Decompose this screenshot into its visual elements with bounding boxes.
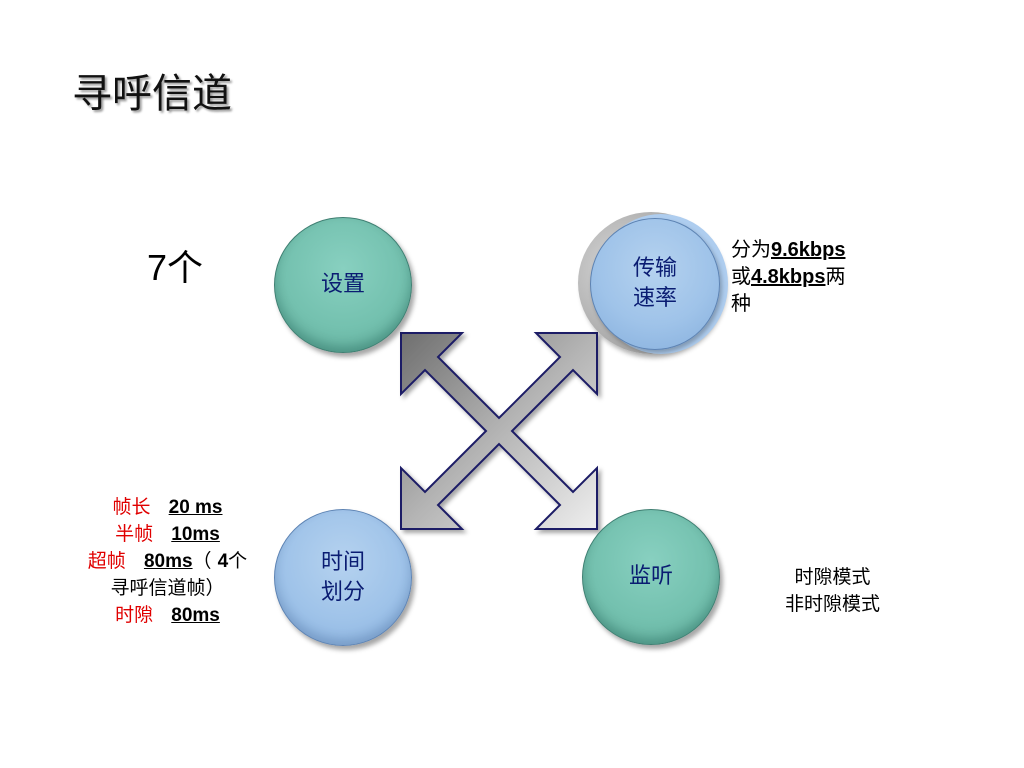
superframe-label: 超帧 bbox=[87, 550, 126, 572]
count-number: 7 bbox=[147, 247, 168, 288]
non-slotted-mode: 非时隙模式 bbox=[784, 593, 880, 615]
slide-title: 寻呼信道 bbox=[72, 71, 232, 117]
rate-note: 分为9.6kbps 或4.8kbps两 种 bbox=[731, 236, 891, 316]
superframe-note-line2: 寻呼信道帧） bbox=[110, 577, 225, 599]
monitor-circle: 监听 bbox=[582, 509, 720, 645]
time-division-line2: 划分 bbox=[320, 579, 365, 605]
frame-length-label: 帧长 bbox=[112, 496, 151, 518]
rate-value-1: 9.6kbps bbox=[771, 239, 846, 261]
half-frame-value: 10ms bbox=[171, 524, 220, 545]
rate-connector: 或 bbox=[731, 264, 751, 288]
frame-info: 帧长 20 ms 半帧 10ms 超帧 80ms（ 4个 寻呼信道帧） 时隙 8… bbox=[60, 494, 275, 629]
count-label: 7个 bbox=[147, 246, 203, 291]
slot-label: 时隙 bbox=[115, 604, 154, 626]
frame-length-value: 20 ms bbox=[168, 497, 223, 518]
setup-label: 设置 bbox=[320, 272, 365, 297]
count-unit: 个 bbox=[167, 248, 204, 289]
rate-label-line1: 传输 bbox=[632, 256, 677, 281]
transmission-rate-circle: 传输 速率 bbox=[590, 218, 720, 350]
slotted-mode: 时隙模式 bbox=[794, 566, 871, 588]
rate-suffix-1: 两 bbox=[825, 264, 846, 288]
superframe-note-open: （ bbox=[192, 550, 218, 572]
half-frame-label: 半帧 bbox=[115, 523, 154, 545]
setup-circle: 设置 bbox=[274, 217, 412, 353]
monitor-label: 监听 bbox=[628, 564, 673, 589]
rate-suffix-2: 种 bbox=[731, 291, 751, 315]
listening-modes: 时隙模式 非时隙模式 bbox=[760, 564, 905, 618]
rate-label-line2: 速率 bbox=[632, 286, 677, 311]
superframe-note-number: 4 bbox=[217, 551, 229, 572]
slot-value: 80ms bbox=[171, 605, 220, 626]
superframe-note-unit: 个 bbox=[228, 550, 248, 572]
cross-arrow-shape bbox=[400, 332, 598, 530]
time-division-circle: 时间 划分 bbox=[274, 509, 412, 646]
rate-prefix: 分为 bbox=[731, 237, 771, 261]
rate-value-2: 4.8kbps bbox=[751, 266, 826, 288]
superframe-value: 80ms bbox=[143, 551, 193, 572]
time-division-line1: 时间 bbox=[320, 549, 365, 575]
